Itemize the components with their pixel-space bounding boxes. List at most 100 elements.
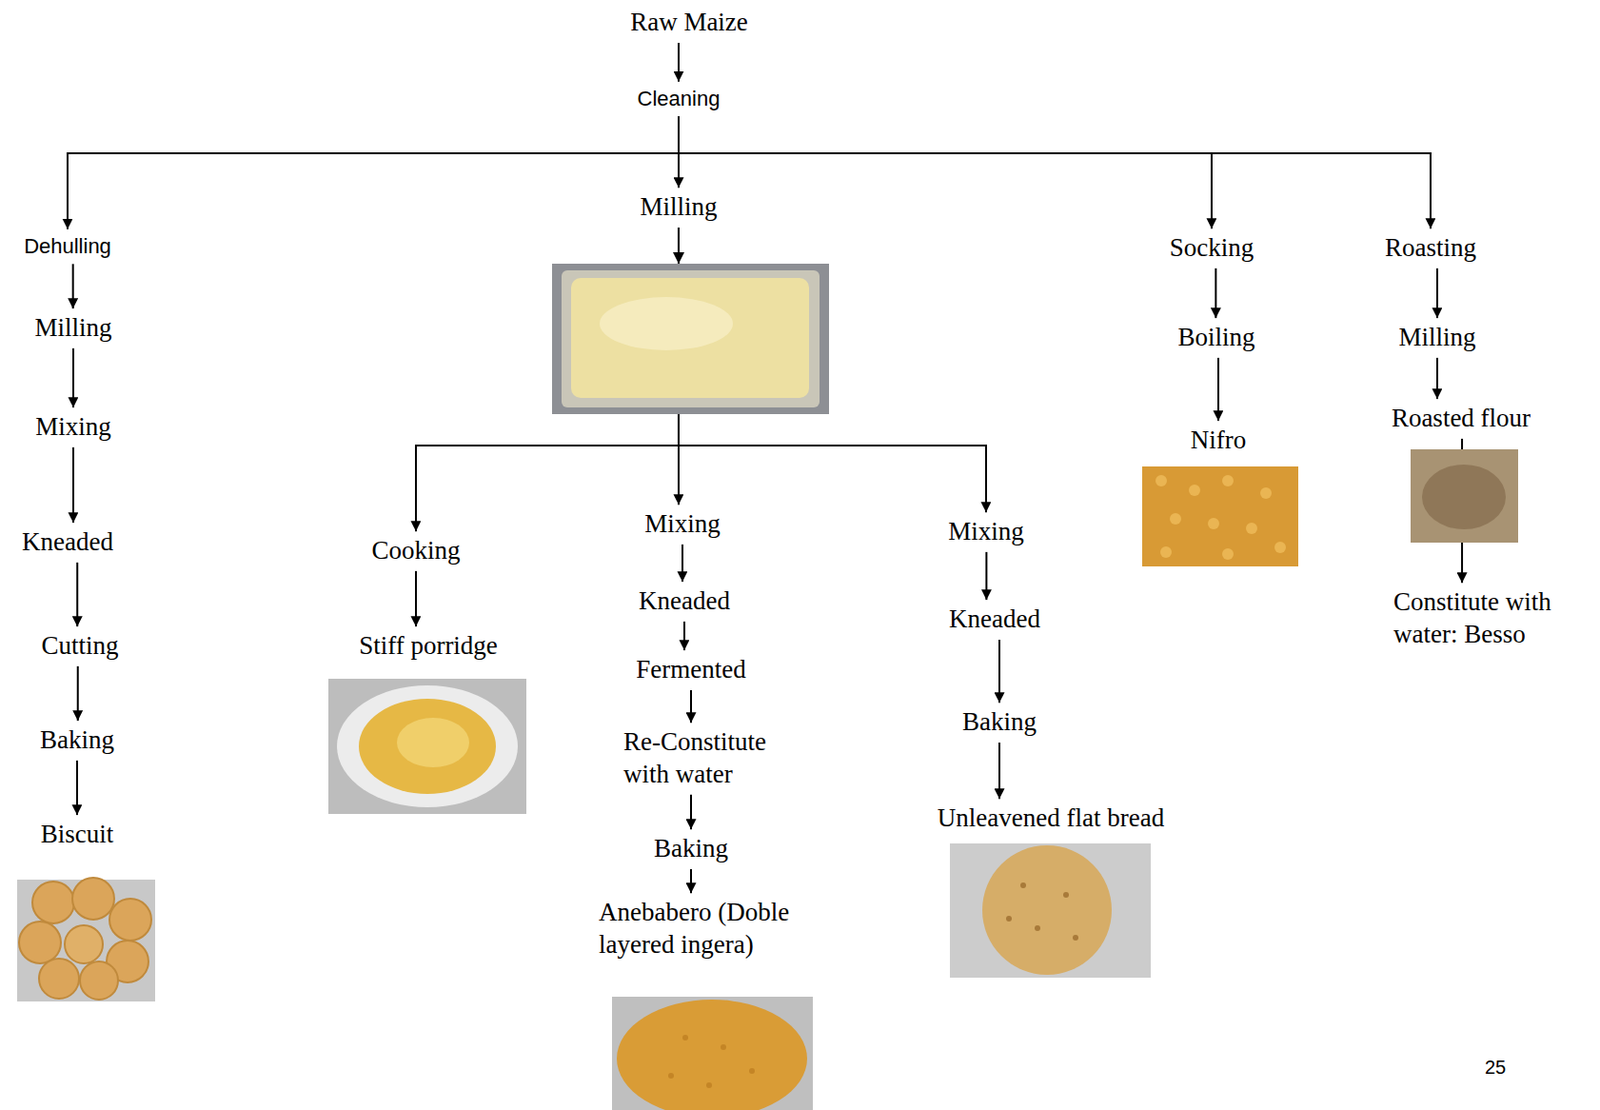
process-step: Mixing (640, 506, 725, 543)
flow-arrow (414, 571, 417, 627)
step-text: Milling (639, 191, 717, 224)
process-step: Dehulling (19, 231, 116, 263)
porridge-photo (328, 678, 527, 814)
roasted-flour-photo (1410, 449, 1519, 543)
step-text: Kneaded (21, 526, 114, 559)
flow-arrow (76, 562, 79, 627)
flour-bag (561, 270, 820, 408)
step-text: Mixing (35, 411, 112, 444)
step-text: Kneaded (638, 585, 731, 618)
step-text: Biscuit (40, 818, 115, 851)
biscuit (109, 898, 152, 941)
porridge-plate (336, 685, 518, 808)
maize-kernel (1160, 546, 1172, 558)
flatbread-photo (949, 843, 1151, 978)
porridge-swirl (396, 717, 470, 768)
step-text: Baking (962, 706, 1037, 739)
flour-highlight (599, 296, 733, 351)
process-step: Roasted flour (1387, 400, 1535, 437)
biscuit (19, 921, 61, 964)
step-text: Mixing (948, 515, 1025, 549)
bread-pore (749, 1067, 755, 1074)
flow-arrow (72, 348, 75, 408)
step-text: Cleaning (637, 85, 721, 114)
step-text: Mixing (644, 508, 721, 541)
flow-arrow (690, 794, 692, 830)
step-text: Socking (1169, 232, 1255, 265)
maize-kernel (1169, 513, 1182, 525)
biscuit (32, 881, 75, 924)
step-text: Dehulling (23, 233, 112, 261)
process-step: Baking (36, 722, 119, 759)
bread-pore (720, 1044, 727, 1050)
flow-arrow (998, 742, 1001, 799)
flour-fill (571, 277, 810, 398)
process-step: Fermented (632, 651, 750, 689)
process-step: Unleavened flat bread (933, 800, 1168, 837)
step-text: Re-Constitute with water (623, 726, 805, 791)
step-text: Baking (653, 832, 729, 866)
process-step: Mixing (31, 409, 116, 446)
bread-pore (682, 1034, 689, 1041)
flow-arrow (678, 116, 1431, 229)
flow-arrow (1436, 357, 1439, 399)
biscuit (64, 925, 103, 964)
process-step: Milling (1394, 319, 1480, 356)
flow-arrow (1436, 268, 1439, 318)
process-step: Mixing (944, 513, 1028, 551)
step-text: Constitute with water: Besso (1393, 586, 1584, 652)
process-step: Stiff porridge (355, 628, 502, 665)
flow-arrow (677, 42, 680, 82)
process-step: Baking (650, 830, 732, 868)
step-text: Kneaded (948, 603, 1041, 636)
process-step: Kneaded (945, 601, 1045, 638)
flow-arrow (690, 869, 692, 893)
biscuit (39, 958, 80, 999)
roasted-flour-heap (1422, 464, 1506, 530)
step-text: Roasted flour (1391, 402, 1531, 435)
biscuit (79, 961, 119, 1000)
flatbread (982, 845, 1112, 975)
step-text: Anebabero (Doble layered ingera) (598, 896, 832, 962)
process-step: Socking (1165, 230, 1259, 267)
maize-kernel (1274, 541, 1286, 554)
process-step: Kneaded (18, 524, 118, 561)
process-step: Boiling (1173, 319, 1259, 356)
flow-arrow (72, 263, 75, 309)
maize-kernel (1155, 474, 1167, 487)
step-text: Cutting (40, 630, 119, 663)
process-step: Cooking (367, 533, 464, 570)
maize-kernel (1207, 517, 1220, 530)
maize-kernel (1245, 522, 1258, 534)
flow-arrow (72, 447, 75, 523)
maize-kernel (1188, 484, 1201, 496)
flow-arrow (683, 621, 686, 651)
bread-spot (1006, 915, 1012, 922)
process-step: Re-Constitute with water (619, 724, 809, 793)
nifro-photo (1142, 466, 1299, 567)
flow-arrow (998, 639, 1001, 703)
process-step: Constitute with water: Besso (1389, 584, 1588, 653)
process-step: Cutting (37, 628, 122, 665)
flow-arrow (67, 116, 679, 229)
flour-photo (552, 263, 830, 415)
step-text: Fermented (635, 653, 746, 687)
bread-spot (1072, 934, 1079, 941)
bread-pore (668, 1072, 674, 1079)
maize-kernel (1260, 487, 1272, 499)
process-step: Milling (635, 189, 721, 226)
process-step: Milling (30, 310, 116, 347)
arrow-head (672, 252, 685, 264)
process-step: Baking (958, 704, 1041, 741)
step-text: Stiff porridge (358, 630, 498, 663)
biscuit (72, 877, 115, 920)
step-text: Baking (39, 724, 115, 757)
flow-arrow (678, 116, 1212, 229)
step-text: Milling (34, 312, 112, 345)
page-number: 25 (1484, 1056, 1506, 1079)
step-text: Milling (1398, 321, 1476, 355)
bread-spot (1020, 882, 1027, 889)
bread-pore (706, 1082, 712, 1088)
